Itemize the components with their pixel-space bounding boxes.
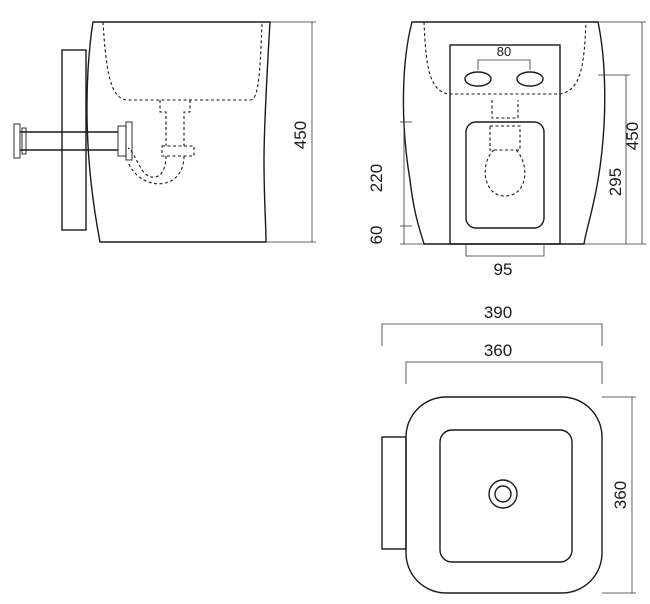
- trap-hidden: [127, 100, 195, 185]
- front-height-label: 450: [623, 122, 642, 150]
- connection-height-label: 295: [606, 168, 625, 196]
- depth-label: 360: [611, 481, 630, 509]
- outlet-recess: [449, 44, 561, 245]
- front-trap-hidden: [484, 100, 526, 197]
- front-bowl-hidden: [423, 21, 587, 95]
- outlet-width-dim: [465, 244, 545, 257]
- side-view: 450: [13, 21, 316, 243]
- top-bowl-outline: [439, 429, 573, 563]
- drain-spacing-label: 80: [497, 44, 511, 59]
- pipe-coupling-left: [13, 123, 21, 159]
- side-bowl-hidden: [102, 21, 263, 101]
- waste-pipe: [20, 131, 118, 151]
- fixing-hole-right: [516, 71, 544, 87]
- front-view: 80 450 295 220 60 95: [367, 21, 646, 279]
- base-height-label: 60: [367, 226, 386, 245]
- overall-width-dim: [381, 323, 603, 346]
- top-body-outline: [405, 396, 603, 594]
- top-wall-bracket: [381, 436, 407, 550]
- drain-spacing-dim: [477, 59, 531, 70]
- wall-bracket: [61, 49, 87, 231]
- bowl-width-dim: [405, 361, 603, 384]
- top-view: 390 360 360: [381, 303, 636, 594]
- bowl-width-label: 360: [484, 341, 512, 360]
- outlet-width-label: 95: [494, 260, 513, 279]
- side-height-label: 450: [291, 121, 310, 149]
- drain-inner: [494, 485, 512, 503]
- pipe-coupling-left-inner: [21, 127, 27, 155]
- outlet-height-label: 220: [367, 164, 386, 192]
- pipe-coupling-right-2: [125, 121, 133, 161]
- drain-outer: [488, 479, 518, 509]
- overall-width-label: 390: [484, 303, 512, 322]
- pipe-coupling-right: [117, 125, 127, 157]
- inner-bowl: [465, 121, 545, 229]
- fixing-hole-left: [464, 71, 492, 87]
